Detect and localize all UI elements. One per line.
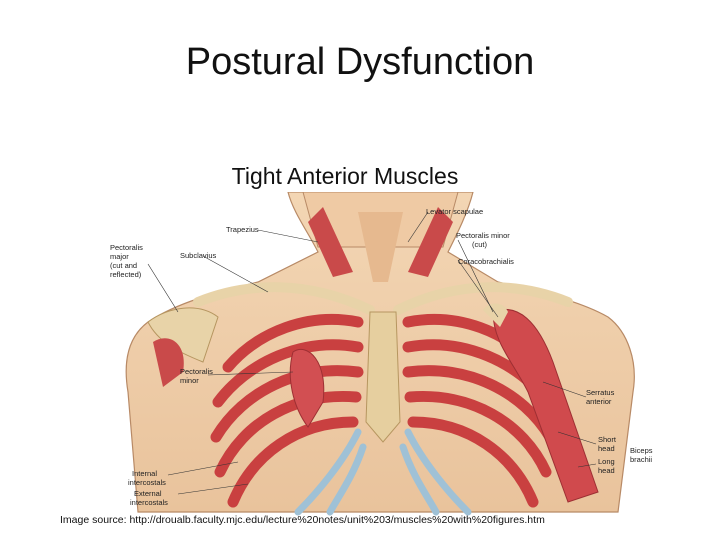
label-internal-intercostals-1: Internal bbox=[132, 469, 157, 478]
label-serratus-2: anterior bbox=[586, 397, 612, 406]
sternum bbox=[365, 311, 401, 443]
label-pectoralis-minor-cut-1: Pectoralis minor bbox=[456, 231, 510, 240]
label-short-head-1: Short bbox=[598, 435, 617, 444]
slide-subtitle: Tight Anterior Muscles bbox=[231, 163, 459, 189]
label-serratus-1: Serratus bbox=[586, 388, 615, 397]
label-long-head-1: Long bbox=[598, 457, 615, 466]
label-leader-lines bbox=[147, 211, 597, 495]
label-trapezius: Trapezius bbox=[226, 225, 259, 234]
label-internal-intercostals-2: intercostals bbox=[128, 478, 166, 487]
label-coracobrachialis: Coracobrachialis bbox=[458, 257, 514, 266]
label-pectoralis-major-2: major bbox=[110, 252, 129, 261]
label-pectoralis-major-3: (cut and bbox=[110, 261, 137, 270]
biceps-brachii-muscle bbox=[492, 309, 599, 503]
label-pectoralis-major-4: reflected) bbox=[110, 270, 142, 279]
label-pectoralis-minor-cut-2: (cut) bbox=[472, 240, 488, 249]
trachea bbox=[358, 212, 403, 282]
pectoralis-major-reflected bbox=[153, 338, 184, 387]
anatomy-illustration: Trapezius Subclavius Pectoralis major (c… bbox=[108, 192, 668, 532]
label-external-intercostals-2: intercostals bbox=[130, 498, 168, 507]
clavicle-left bbox=[193, 282, 375, 315]
shoulder-left bbox=[147, 307, 219, 363]
label-biceps-2: brachii bbox=[630, 455, 652, 464]
trapezius-muscle-right bbox=[408, 207, 453, 277]
label-pectoralis-minor-2: minor bbox=[180, 376, 199, 385]
label-subclavius: Subclavius bbox=[180, 251, 217, 260]
label-pectoralis-minor-1: Pectoralis bbox=[180, 367, 213, 376]
anatomy-svg: Trapezius Subclavius Pectoralis major (c… bbox=[110, 192, 653, 516]
coracoid-process bbox=[483, 303, 508, 327]
label-short-head-2: head bbox=[598, 444, 615, 453]
clavicle-right bbox=[393, 282, 573, 315]
label-biceps-1: Biceps bbox=[630, 446, 653, 455]
label-pectoralis-major-1: Pectoralis bbox=[110, 243, 143, 252]
image-source-caption: Image source: http://droualb.faculty.mjc… bbox=[60, 514, 545, 526]
label-levator-scapulae: Levator scapulae bbox=[426, 207, 483, 216]
label-external-intercostals-1: External bbox=[134, 489, 162, 498]
pectoralis-minor-muscle bbox=[289, 349, 325, 428]
trapezius-muscle-left bbox=[308, 207, 353, 277]
label-long-head-2: head bbox=[598, 466, 615, 475]
ribs-left bbox=[210, 313, 364, 508]
slide-title: Postural Dysfunction bbox=[185, 41, 535, 83]
costal-cartilage bbox=[294, 428, 472, 516]
